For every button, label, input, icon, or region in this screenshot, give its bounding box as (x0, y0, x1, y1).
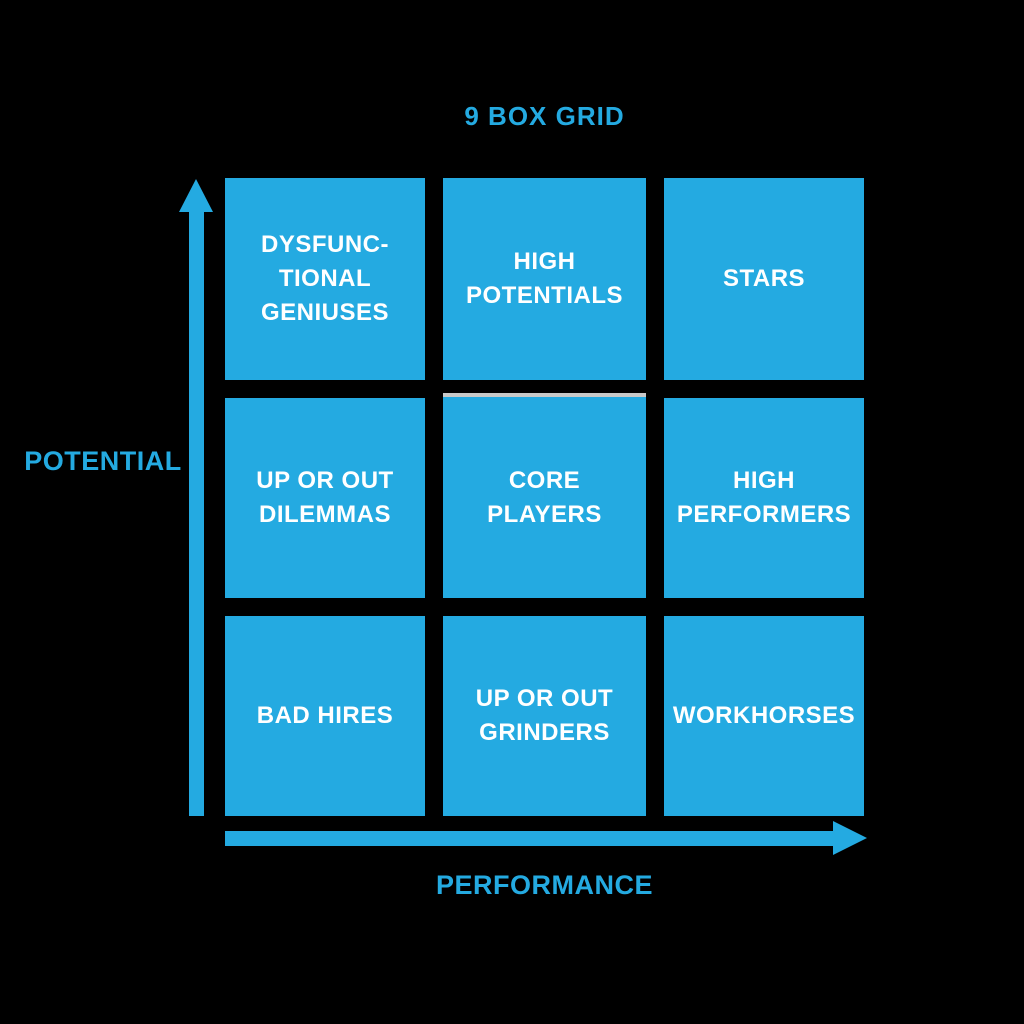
grid-cell-up-or-out-grinders: UP OR OUT GRINDERS (443, 616, 646, 816)
grid-cell-high-potentials: HIGH POTENTIALS (443, 178, 646, 380)
grid-cell-workhorses: WORKHORSES (664, 616, 864, 816)
grid-cell-bad-hires: BAD HIRES (225, 616, 425, 816)
right-arrowhead-icon (833, 821, 867, 855)
grid-cell-stars: STARS (664, 178, 864, 380)
y-axis-line (189, 211, 204, 816)
x-axis-label: PERFORMANCE (435, 870, 653, 900)
grid-cell-dysfunctional-geniuses: DYSFUNC- TIONAL GENIUSES (225, 178, 425, 380)
figure-title: 9 BOX GRID (464, 101, 625, 131)
x-axis-line (225, 831, 835, 846)
up-arrowhead-icon (179, 179, 213, 212)
y-axis-label: POTENTIAL (24, 446, 182, 476)
grid-cell-high-performers: HIGH PERFORMERS (664, 398, 864, 598)
nine-box-grid: DYSFUNC- TIONAL GENIUSES HIGH POTENTIALS… (225, 178, 864, 816)
grid-cell-core-players: CORE PLAYERS (443, 393, 646, 598)
grid-cell-up-or-out-dilemmas: UP OR OUT DILEMMAS (225, 398, 425, 598)
